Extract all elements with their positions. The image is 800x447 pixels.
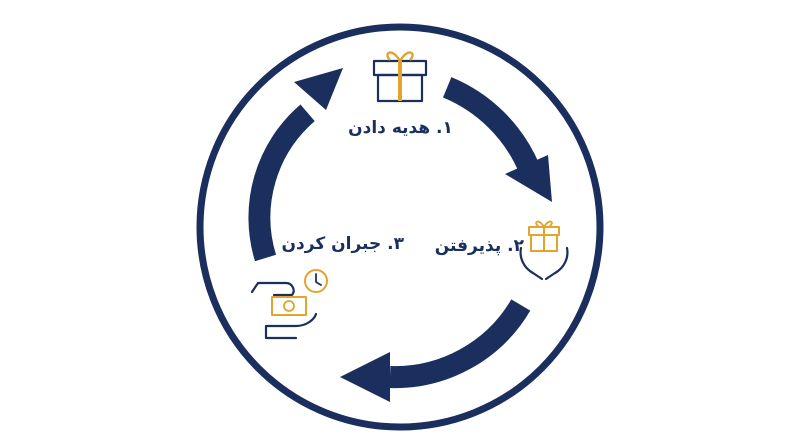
cycle-arrow-2-to-3-shaft xyxy=(389,299,531,389)
cycle-arrow-2-to-3 xyxy=(340,299,531,402)
hands-receiving-gift-icon-bow xyxy=(535,220,553,228)
hands-exchanging-money-icon-top-hand xyxy=(250,281,295,297)
hands-exchanging-money-icon-clock xyxy=(304,269,328,293)
cycle-arrow-2-to-3-head xyxy=(340,352,390,402)
step-2-label: ۲. پذیرفتن xyxy=(434,236,524,256)
gift-box-icon xyxy=(372,51,428,103)
step-1-label: ۱. هدیه دادن xyxy=(348,118,453,138)
hands-exchanging-money-icon xyxy=(250,269,328,340)
cycle-arrow-1-to-2 xyxy=(442,77,552,202)
gift-box-icon-bow xyxy=(386,51,414,62)
hands-exchanging-money-icon-clock-hands xyxy=(315,273,322,286)
cycle-arrow-3-to-1 xyxy=(248,68,343,262)
outer-ring xyxy=(196,23,604,431)
hands-exchanging-money-icon-coin xyxy=(283,300,295,312)
step-3-label: ۳. جبران کردن xyxy=(281,234,404,254)
hands-exchanging-money-icon-bottom-hand xyxy=(264,312,318,340)
hands-receiving-gift-icon xyxy=(519,220,569,281)
hands-exchanging-money-icon-banknote xyxy=(271,296,307,316)
cycle-arrow-1-to-2-head xyxy=(505,155,552,202)
hands-receiving-gift-icon-right-hand xyxy=(544,246,569,281)
cycle-arrow-3-to-1-shaft xyxy=(248,104,315,262)
cycle-arrow-1-to-2-shaft xyxy=(442,77,540,173)
cycle-arrow-3-to-1-head xyxy=(294,68,343,110)
hands-receiving-gift-icon-left-hand xyxy=(519,246,544,281)
